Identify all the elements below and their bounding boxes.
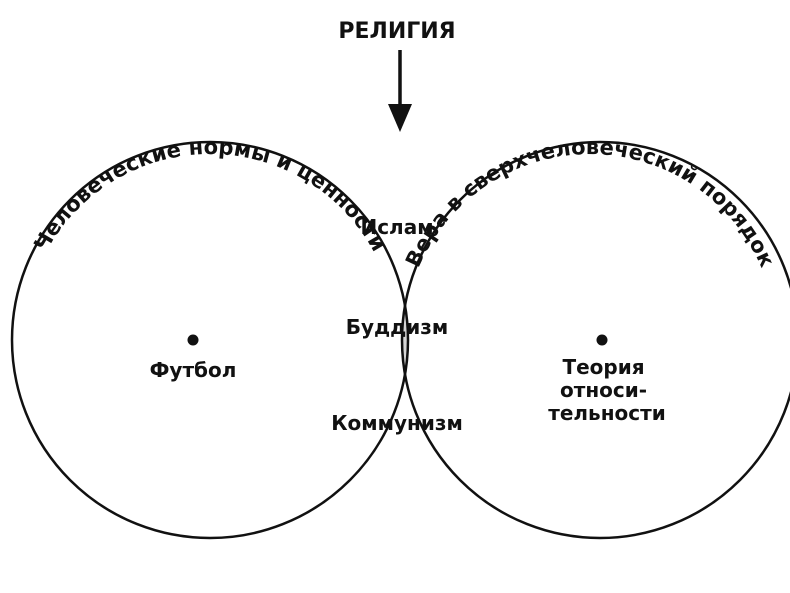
left-item-label: Футбол	[150, 358, 237, 382]
religion-label: РЕЛИГИЯ	[338, 19, 455, 44]
right-item-label: Теория относи- тельности	[548, 355, 665, 425]
right-arc-label: Вера в сверхчеловеческий порядок	[401, 135, 779, 271]
right-item-line: тельности	[548, 401, 665, 425]
left-arc-label: Человеческие нормы и ценности	[29, 135, 391, 255]
right-item-line: относи-	[560, 378, 647, 402]
right-dot	[596, 334, 608, 346]
left-circle	[10, 140, 410, 540]
intersection-item: Коммунизм	[331, 411, 463, 435]
left-dot	[187, 334, 199, 346]
intersection-item: Буддизм	[346, 315, 449, 339]
intersection-item: Ислам	[360, 215, 433, 239]
arrow-down-icon	[388, 104, 412, 132]
right-circle	[400, 140, 790, 540]
right-item-line: Теория	[562, 355, 644, 379]
